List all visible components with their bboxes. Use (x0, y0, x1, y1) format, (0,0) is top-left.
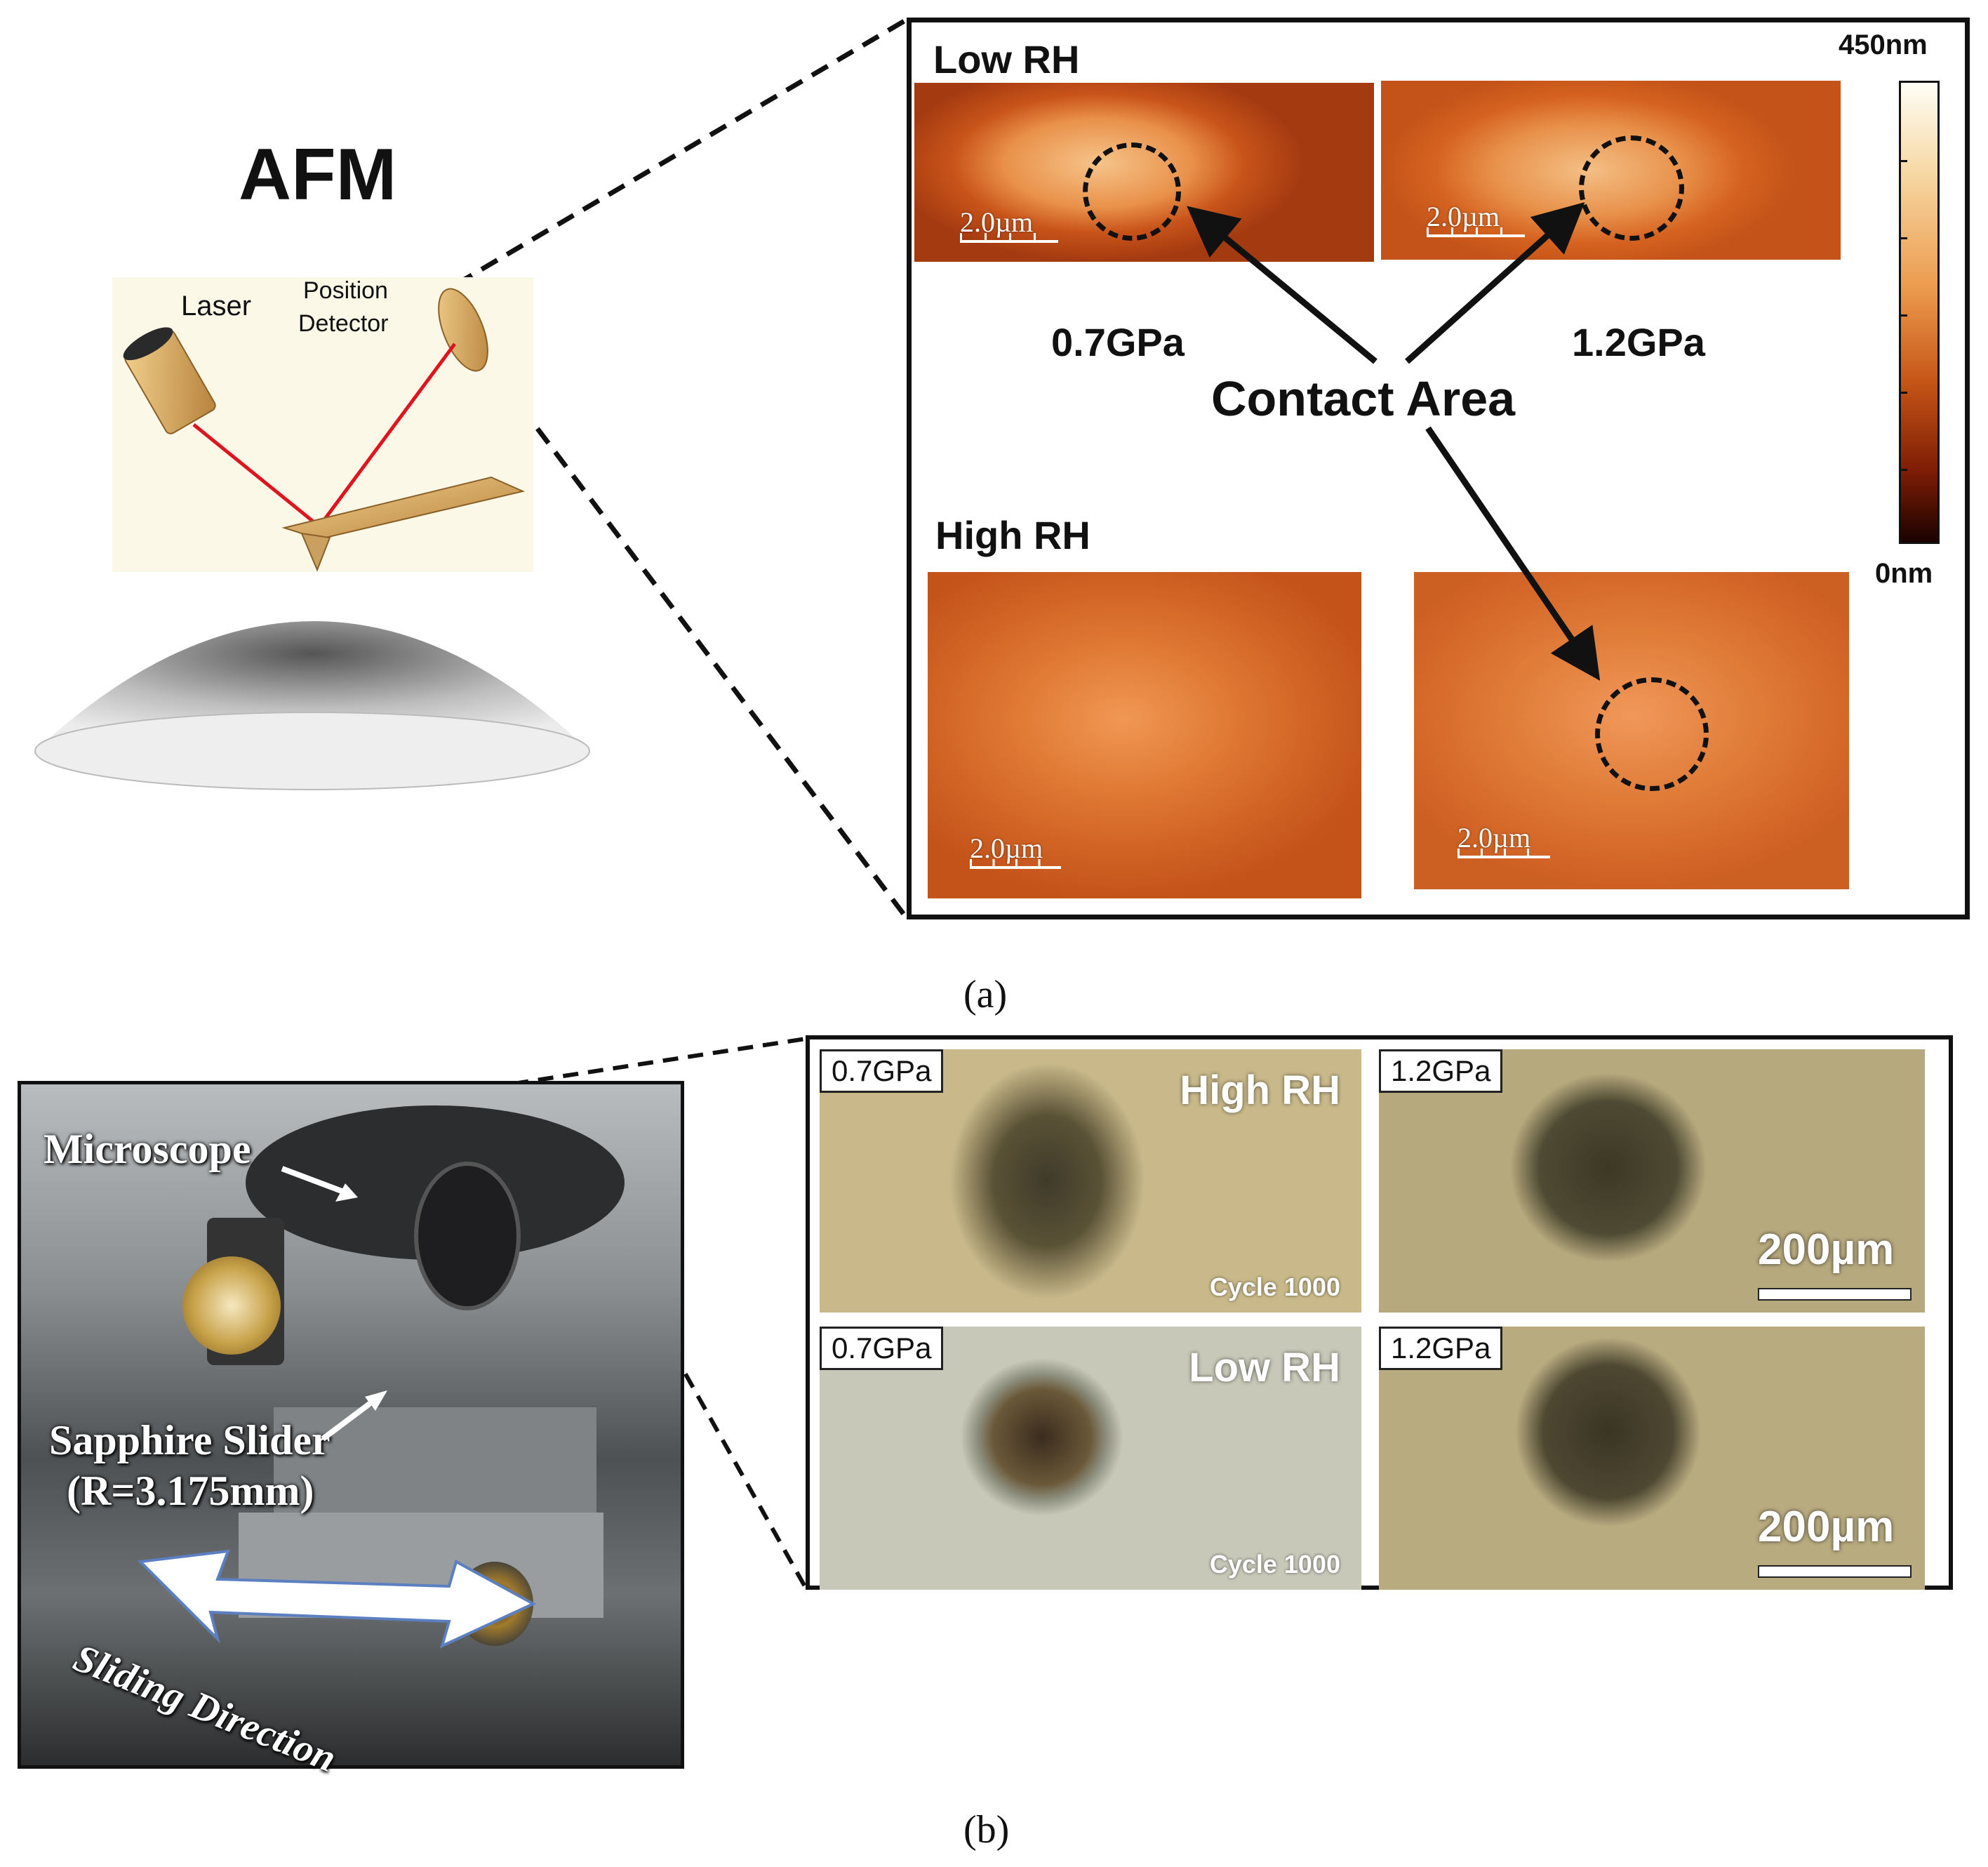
afm-diagram (34, 288, 590, 790)
cycle-label: Cycle 1000 (1209, 1273, 1340, 1301)
scale-bar: 2.0µm (960, 206, 1058, 243)
pressure-tag: 0.7GPa (820, 1327, 944, 1370)
scale-bar: 2.0µm (1457, 821, 1550, 858)
caption-a: (a) (963, 973, 1008, 1016)
pressure-tag: 1.2GPa (1379, 1327, 1503, 1370)
colorbar-max-label: 450nm (1839, 29, 1928, 60)
contact-area-arrows (1187, 201, 1601, 681)
afm-image-lowrh-07: 2.0µm (914, 83, 1374, 262)
sapphire-slider-label-line2: (R=3.175mm) (67, 1468, 314, 1514)
sapphire-slider-label-line1: Sapphire Slider (49, 1417, 331, 1463)
afm-title: AFM (239, 134, 397, 215)
pressure-tag: 0.7GPa (820, 1049, 944, 1093)
detector-label-line1: Position (303, 277, 388, 304)
contact-circle (1595, 677, 1709, 791)
scale-bar (1758, 1565, 1912, 1578)
detector-label-line2: Detector (298, 310, 389, 337)
scale-label: 200µm (1758, 1503, 1895, 1551)
laser-icon (123, 327, 216, 434)
scale-bar: 2.0µm (1427, 200, 1525, 237)
color-scale-bar (1899, 81, 1940, 544)
scale-bar (1758, 1288, 1912, 1301)
microscope-label: Microscope (44, 1126, 251, 1172)
low-rh-label-a: Low RH (933, 37, 1080, 81)
pressure-12-label-a: 1.2GPa (1572, 320, 1705, 364)
colorbar-min-label: 0nm (1875, 558, 1933, 589)
sliding-direction-arrow (137, 1549, 537, 1649)
afm-image-highrh-12: 2.0µm (1414, 572, 1849, 889)
caption-b: (b) (963, 1808, 1010, 1852)
afm-tip-icon (300, 532, 331, 572)
pressure-tag: 1.2GPa (1379, 1049, 1503, 1093)
low-rh-label-b: Low RH (1189, 1345, 1340, 1390)
cycle-label: Cycle 1000 (1209, 1550, 1340, 1579)
high-rh-label-b: High RH (1180, 1068, 1340, 1113)
contact-circle (1579, 135, 1684, 241)
scale-label: 200µm (1758, 1225, 1895, 1274)
high-rh-label-a: High RH (935, 513, 1090, 557)
afm-image-highrh-07: 2.0µm (928, 572, 1361, 898)
objective-lens (414, 1162, 521, 1310)
micrograph-highrh-07: 0.7GPa High RH Cycle 1000 (820, 1049, 1361, 1313)
micrograph-lowrh-07: 0.7GPa Low RH Cycle 1000 (820, 1327, 1361, 1590)
position-detector-icon (438, 288, 488, 372)
contact-circle (1083, 142, 1181, 241)
contact-area-label: Contact Area (1211, 371, 1516, 426)
brass-fitting (182, 1256, 281, 1355)
micrograph-highrh-12: 1.2GPa 200µm (1379, 1049, 1925, 1313)
micrograph-lowrh-12: 1.2GPa 200µm (1379, 1327, 1925, 1590)
afm-image-lowrh-12: 2.0µm (1381, 81, 1841, 260)
pressure-07-label-a: 0.7GPa (1051, 320, 1185, 364)
stage-block (274, 1407, 596, 1513)
laser-label: Laser (181, 291, 252, 321)
scale-bar: 2.0µm (970, 832, 1061, 869)
photo-pointer-arrows (281, 1166, 387, 1442)
